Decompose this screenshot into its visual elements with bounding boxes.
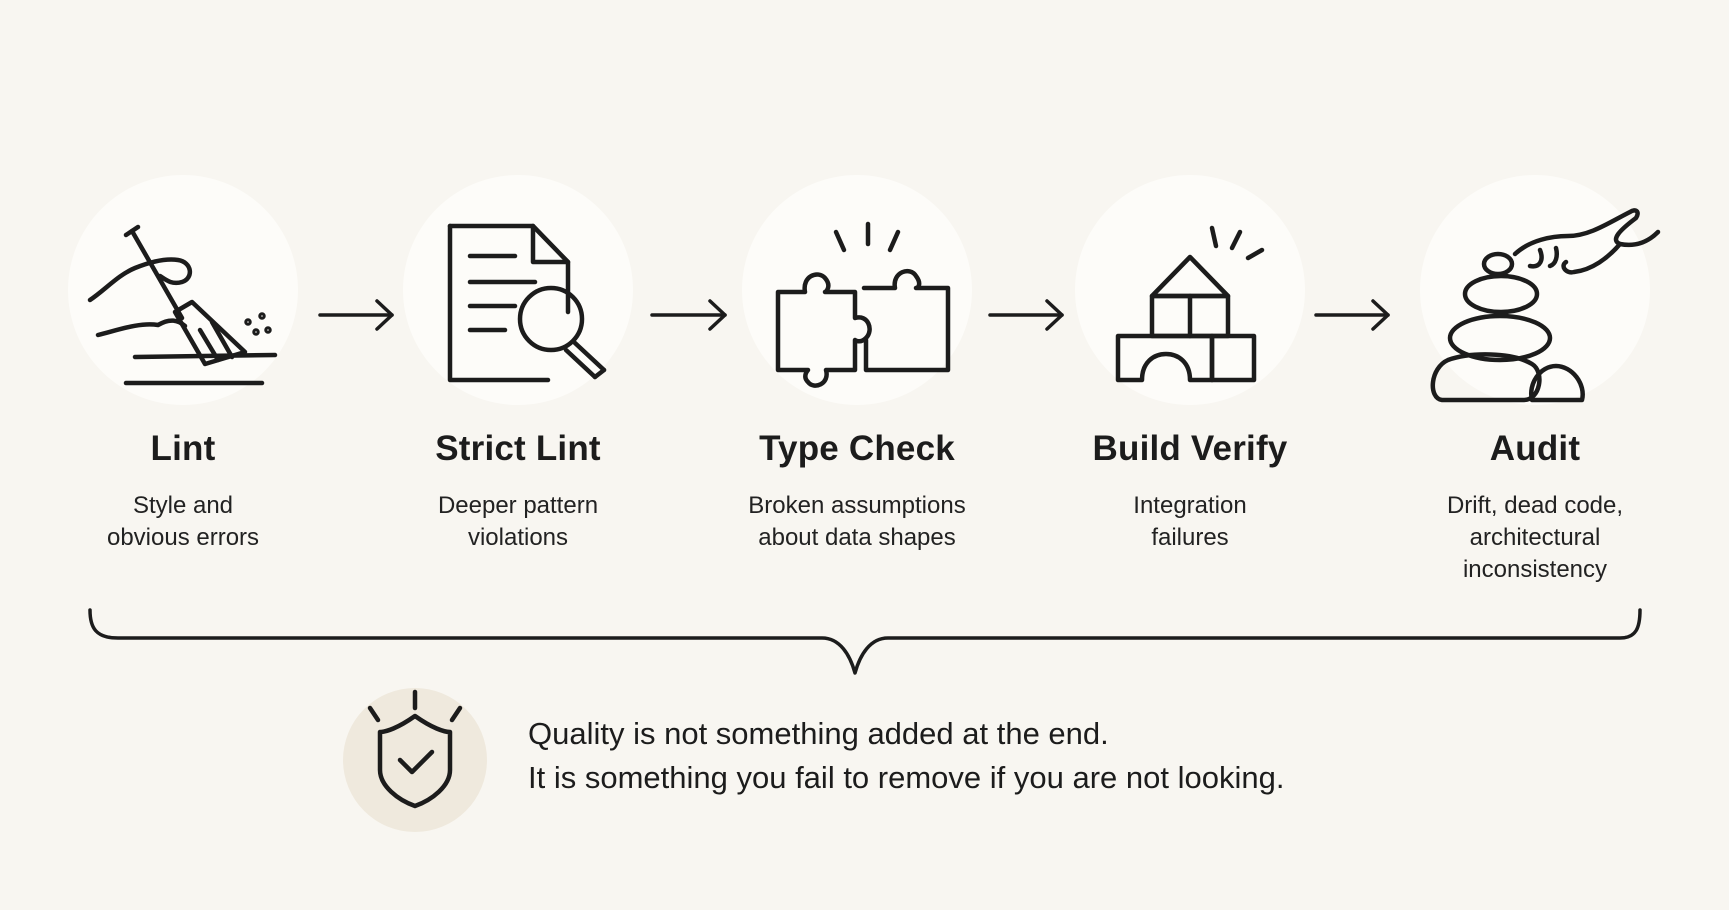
quote-line-2: It is something you fail to remove if yo… — [528, 760, 1285, 795]
arrow-strict-lint-to-type-check — [650, 299, 727, 331]
flow-arrows — [318, 299, 1390, 331]
icon-halos — [68, 175, 1650, 405]
stage-title: Type Check — [759, 429, 955, 468]
stacked-stones-icon — [1430, 208, 1661, 403]
stage-description: Deeper pattern violations — [437, 492, 599, 551]
stage-description: Style and obvious errors — [106, 492, 260, 551]
stage-title: Lint — [150, 429, 216, 468]
stage-description: Integration failures — [1133, 492, 1247, 551]
puzzle-icon — [775, 221, 951, 388]
arrow-lint-to-strict-lint — [318, 299, 394, 331]
stage-title: Audit — [1489, 429, 1581, 468]
stage-description: Drift, dead code, architectural inconsis… — [1446, 492, 1624, 583]
shield-check-icon — [367, 689, 463, 809]
arrow-type-check-to-build-verify — [988, 299, 1064, 331]
building-blocks-icon — [1115, 225, 1265, 383]
quote-line-1: Quality is not something added at the en… — [528, 716, 1109, 751]
arrow-build-verify-to-audit — [1314, 299, 1390, 331]
document-magnifier-icon — [447, 223, 607, 383]
stage-description: Broken assumptions about data shapes — [748, 492, 966, 551]
broom-icon — [87, 224, 278, 386]
stage-title: Strict Lint — [435, 429, 601, 468]
stage-title: Build Verify — [1092, 429, 1288, 468]
shield-halo — [343, 688, 487, 832]
grouping-brace — [88, 608, 1642, 675]
